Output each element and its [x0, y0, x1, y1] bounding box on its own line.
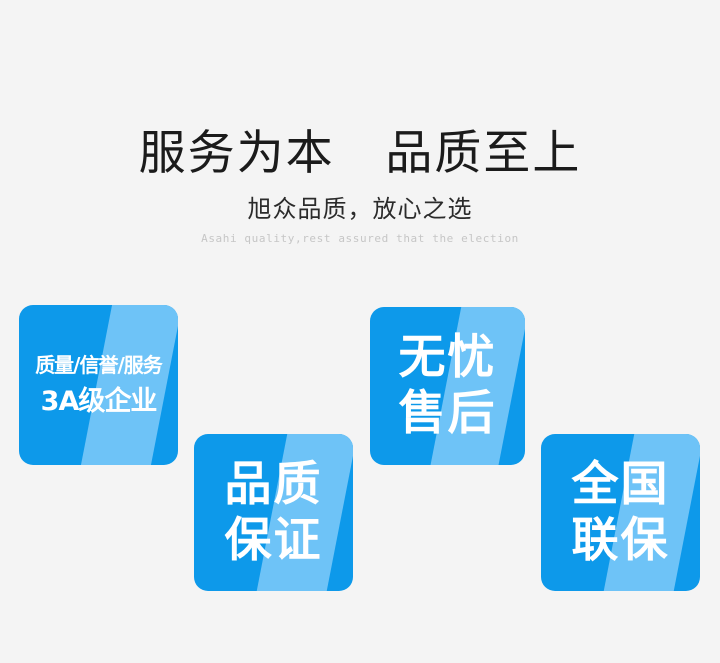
card-label-3a-enterprise: 3A级企业: [40, 385, 158, 417]
card-label-aftersale-bottom: 售后: [398, 386, 497, 441]
card-label-quality-top: 品质: [224, 456, 323, 512]
card-label-warranty-bottom: 联保: [571, 512, 670, 568]
feature-card-after-sales: 无忧 售后: [370, 307, 525, 465]
feature-card-nationwide-warranty: 全国 联保: [541, 434, 700, 591]
feature-card-quality-guarantee: 品质 保证: [194, 434, 353, 591]
feature-card-3a-enterprise: 质量/信誉/服务 3A级企业: [19, 305, 178, 465]
page-subtitle: 旭众品质，放心之选: [247, 195, 473, 223]
page-title: 服务为本 品质至上: [138, 126, 582, 181]
card-label-quality-credit-service: 质量/信誉/服务: [35, 352, 163, 377]
card-label-warranty-top: 全国: [571, 456, 670, 512]
heading-block: 服务为本 品质至上 旭众品质，放心之选 Asahi quality,rest a…: [0, 126, 720, 246]
page-subtitle-english: Asahi quality,rest assured that the elec…: [201, 232, 519, 245]
card-label-quality-bottom: 保证: [224, 512, 323, 568]
card-label-aftersale-top: 无忧: [398, 330, 497, 385]
